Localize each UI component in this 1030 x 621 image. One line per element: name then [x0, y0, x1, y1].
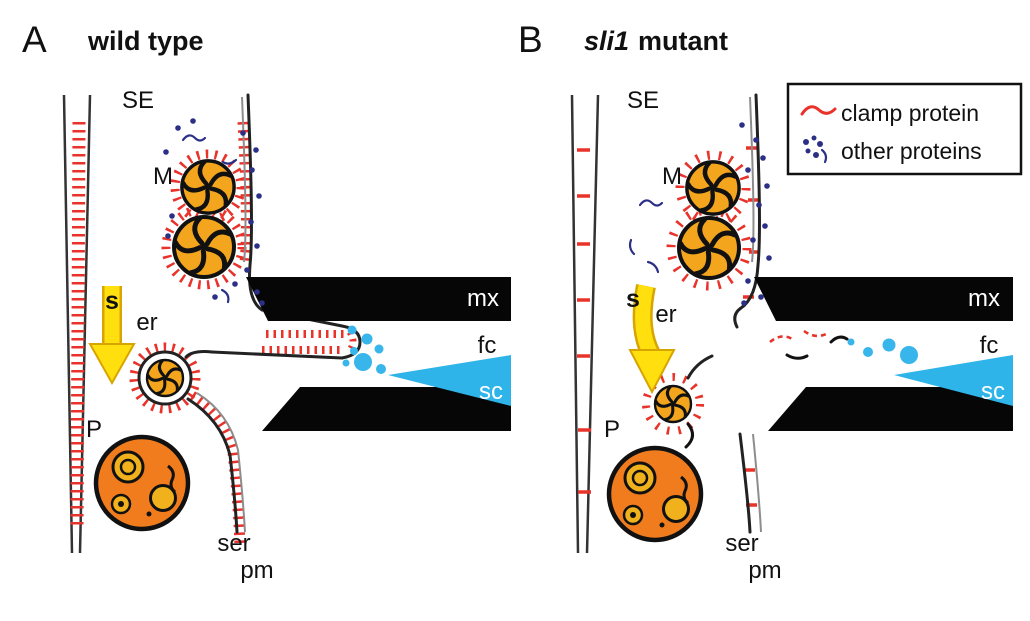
- label-fc-b: fc: [980, 332, 999, 359]
- mitochondrion-icon: [182, 161, 234, 213]
- saliva-droplets-b: [847, 338, 918, 364]
- label-mx-b: mx: [968, 285, 1000, 312]
- maxillary-stylet-band-bottom-a: [262, 387, 511, 431]
- stylet-duct-b: [570, 94, 600, 554]
- label-se-b: SE: [627, 87, 659, 114]
- panel-sli1-mutant: B sli1 mutant: [518, 19, 1023, 584]
- legend-label-clamp-protein: clamp protein: [841, 100, 979, 126]
- p-body-b: [606, 445, 704, 543]
- salivary-canal-wedge-a: [388, 355, 511, 406]
- mitochondrion-icon: [174, 217, 234, 277]
- panel-letter-b: B: [518, 19, 543, 60]
- label-pm-b: pm: [748, 557, 781, 584]
- legend-label-other-proteins: other proteins: [841, 138, 982, 164]
- membrane-b: [684, 93, 762, 534]
- label-sc-b: sc: [981, 378, 1005, 405]
- panel-letter-a: A: [22, 19, 47, 60]
- clamp-protein-lining-a: [70, 121, 357, 549]
- membrane-fragments-b: [785, 335, 849, 360]
- maxillary-stylet-band-top-b: [754, 277, 1013, 321]
- salivary-canal-wedge-b: [894, 355, 1013, 406]
- other-proteins-squiggles-b: [628, 199, 664, 274]
- p-body-a: [93, 434, 191, 532]
- mitochondrion-icon: [687, 162, 739, 214]
- stylet-duct-a: [62, 94, 92, 554]
- membrane-a: [137, 93, 362, 534]
- legend: clamp protein other proteins: [786, 82, 1023, 176]
- secretion-arrow-b: s: [626, 284, 676, 395]
- panel-title-a: wild type: [87, 26, 204, 56]
- label-m-b: M: [662, 163, 682, 190]
- label-fc-a: fc: [478, 332, 497, 359]
- label-s-a: s: [105, 287, 119, 315]
- label-ser-a: ser: [217, 530, 250, 557]
- mitochondrion-icon: [679, 218, 739, 278]
- clamp-protein-icon: [800, 105, 837, 116]
- saliva-droplets-a: [342, 325, 386, 374]
- other-proteins-icon: [803, 135, 828, 164]
- label-p-a: P: [86, 416, 102, 443]
- label-ser-b: ser: [725, 530, 758, 557]
- panel-title-b: sli1 mutant: [584, 26, 728, 56]
- label-se-a: SE: [122, 87, 154, 114]
- vesicle-icon-a: [145, 358, 185, 398]
- label-s-b: s: [626, 285, 640, 313]
- label-er-a: er: [136, 309, 157, 336]
- label-pm-a: pm: [240, 557, 273, 584]
- label-er-b: er: [655, 301, 676, 328]
- panel-title-b-rest: mutant: [638, 26, 728, 56]
- other-proteins-dots-b: [739, 122, 772, 306]
- other-proteins-dots-a: [163, 118, 265, 306]
- other-proteins-squiggles-a: [181, 134, 238, 304]
- vesicle-icon-b: [653, 384, 693, 424]
- label-p-b: P: [604, 416, 620, 443]
- panel-title-b-gene: sli1: [584, 26, 629, 56]
- label-sc-a: sc: [479, 378, 503, 405]
- maxillary-stylet-band-bottom-b: [768, 387, 1013, 431]
- label-mx-a: mx: [467, 285, 499, 312]
- clamp-protein-lining-b: [577, 146, 827, 507]
- label-m-a: M: [153, 163, 173, 190]
- maxillary-stylet-band-top-a: [246, 277, 511, 321]
- secretion-arrow-a: s: [88, 286, 136, 386]
- panel-wild-type: A wild type: [22, 19, 511, 584]
